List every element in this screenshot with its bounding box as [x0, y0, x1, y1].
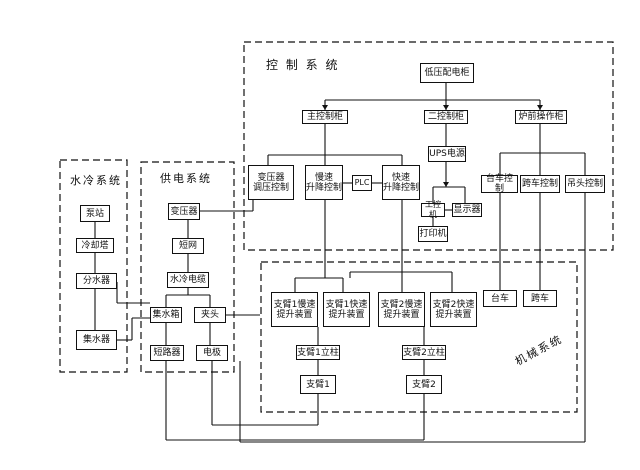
arm2-fast-lift-node: 支臂2快速 提升装置	[430, 292, 477, 327]
shorting-device-node: 短路器	[150, 345, 184, 361]
power-system-boundary	[140, 161, 235, 373]
arm2-slow-lift-node: 支臂2慢速 提升装置	[378, 292, 425, 327]
ups-node: UPS电源	[428, 146, 466, 162]
control-system-title: 控 制 系 统	[266, 58, 340, 72]
secondary-console-node: 二控制柜	[424, 110, 468, 124]
arm2-node: 支臂2	[406, 375, 442, 394]
power-system-title: 供电系统	[160, 172, 212, 185]
plc-node: PLC	[352, 175, 372, 191]
water-system-title: 水冷系统	[70, 174, 122, 187]
clamp-node: 夹头	[194, 307, 226, 323]
gantry-node: 跨车	[523, 290, 557, 307]
collector-node: 集水器	[76, 330, 117, 350]
arm2-column-node: 支臂2立柱	[402, 345, 446, 360]
control-system-boundary	[243, 41, 614, 251]
industrial-pc-node: 工控机	[421, 200, 445, 219]
pump-station-node: 泵站	[80, 205, 110, 222]
transformer-regulator-node: 变压器 调压控制	[248, 165, 294, 200]
mechanical-system-boundary	[260, 261, 578, 413]
arm1-node: 支臂1	[300, 375, 336, 394]
cooling-tower-node: 冷却塔	[76, 238, 114, 253]
arm1-slow-lift-node: 支臂1慢速 提升装置	[271, 292, 318, 327]
trolley-control-node: 台车控制	[481, 174, 518, 194]
display-node: 显示器	[452, 203, 482, 217]
low-voltage-cabinet-node: 低压配电柜	[420, 63, 474, 83]
crane-console-node: 炉前操作柜	[515, 110, 567, 124]
printer-node: 打印机	[418, 226, 448, 242]
trolley-node: 台车	[483, 290, 517, 307]
gantry-control-node: 跨车控制	[520, 175, 560, 193]
arm1-fast-lift-node: 支臂1快速 提升装置	[323, 292, 370, 327]
fast-lift-control-node: 快速 升降控制	[382, 165, 420, 200]
water-system-boundary	[59, 159, 128, 373]
hook-control-node: 吊头控制	[565, 175, 605, 193]
main-console-node: 主控制柜	[302, 110, 348, 124]
water-cooled-cable-node: 水冷电缆	[167, 272, 209, 288]
electrode-node: 电极	[196, 345, 228, 361]
transformer-node: 变压器	[168, 203, 200, 220]
distributor-node: 分水器	[76, 273, 117, 289]
water-jacket-node: 集水箱	[150, 307, 182, 323]
slow-lift-control-node: 慢速 升降控制	[305, 165, 343, 200]
arm1-column-node: 支臂1立柱	[296, 345, 340, 360]
short-net-node: 短网	[172, 238, 204, 254]
